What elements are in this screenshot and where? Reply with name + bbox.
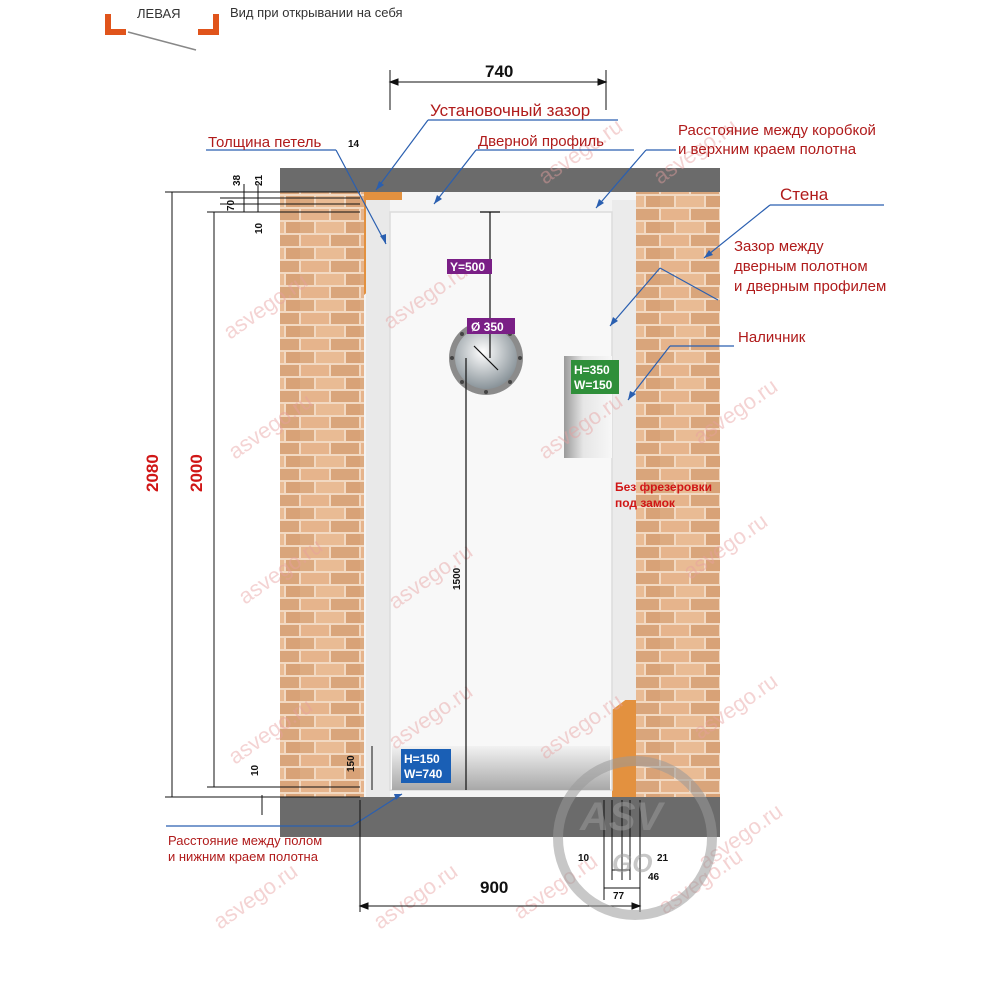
total-height-value: 2080 xyxy=(143,454,162,492)
tag-window-size: H=350 W=150 xyxy=(571,360,619,394)
wall-left-bricks xyxy=(280,192,366,797)
dim-21-right: 21 xyxy=(657,853,669,864)
asv-logo: ASV GO xyxy=(553,756,717,920)
callout-leaders xyxy=(166,119,884,827)
label-frame-gap-line1: Расстояние между коробкой xyxy=(678,122,876,139)
leaf-width-value: 740 xyxy=(485,62,513,81)
label-leaf-gap-line3: и дверным профилем xyxy=(734,278,886,295)
hinge-side-label: ЛЕВАЯ xyxy=(137,6,181,21)
floor xyxy=(280,797,720,837)
door-leaf xyxy=(389,211,613,791)
label-frame-gap-line2: и верхним краем полотна xyxy=(678,141,857,158)
view-note: Вид при открывании на себя xyxy=(230,5,403,20)
svg-text:ASV: ASV xyxy=(579,795,666,839)
label-hinge-thickness: Толщина петель xyxy=(208,134,322,151)
label-floor-gap-line2: и нижним краем полотна xyxy=(168,849,319,864)
watermark: asvego.ru xyxy=(209,858,302,934)
dim-70: 70 xyxy=(226,199,237,211)
label-no-lock-line2: под замок xyxy=(615,496,676,510)
label-install-gap: Установочный зазор xyxy=(430,101,590,120)
tag-porthole-diameter: Ø 350 xyxy=(467,318,515,334)
label-leaf-gap-line1: Зазор между xyxy=(734,238,824,255)
dimension-opening-width xyxy=(358,800,642,912)
label-floor-gap-line1: Расстояние между полом xyxy=(168,833,322,848)
svg-text:GO: GO xyxy=(612,848,652,878)
dim-38: 38 xyxy=(232,174,243,186)
label-no-lock-line1: Без фрезеровки xyxy=(615,480,712,494)
svg-text:Ø 350: Ø 350 xyxy=(471,320,504,334)
dim-77-right: 77 xyxy=(613,891,625,902)
svg-text:W=150: W=150 xyxy=(574,378,613,392)
dim-10-top: 10 xyxy=(254,222,265,234)
dimension-left-heights xyxy=(165,184,373,815)
hinge-side-legend: ЛЕВАЯ Вид при открывании на себя xyxy=(105,5,403,51)
hinge-thickness-value: 14 xyxy=(348,139,360,150)
porthole-height-value: 1500 xyxy=(452,567,463,590)
label-wall: Стена xyxy=(780,185,829,204)
callout-arrowheads xyxy=(376,181,713,800)
dim-kick-150: 150 xyxy=(346,755,357,772)
svg-text:W=740: W=740 xyxy=(404,767,443,781)
label-casing: Наличник xyxy=(738,329,806,346)
dimension-leaf-width xyxy=(388,70,608,110)
wall-right-bricks xyxy=(636,192,720,797)
dim-10-right: 10 xyxy=(578,853,590,864)
dim-10-bottom: 10 xyxy=(250,764,261,776)
label-door-profile: Дверной профиль xyxy=(478,133,604,150)
watermark: asvego.ru xyxy=(369,858,462,934)
label-leaf-gap-line2: дверным полотном xyxy=(734,258,868,275)
opening-width-value: 900 xyxy=(480,878,508,897)
leaf-height-value: 2000 xyxy=(187,454,206,492)
tag-y-offset: Y=500 xyxy=(447,259,492,274)
svg-text:Y=500: Y=500 xyxy=(450,260,485,274)
svg-text:H=350: H=350 xyxy=(574,363,610,377)
wall-top xyxy=(280,168,720,192)
dim-46-right: 46 xyxy=(648,872,660,883)
tag-kick-size: H=150 W=740 xyxy=(401,749,451,783)
dim-21: 21 xyxy=(254,174,265,186)
svg-text:H=150: H=150 xyxy=(404,752,440,766)
